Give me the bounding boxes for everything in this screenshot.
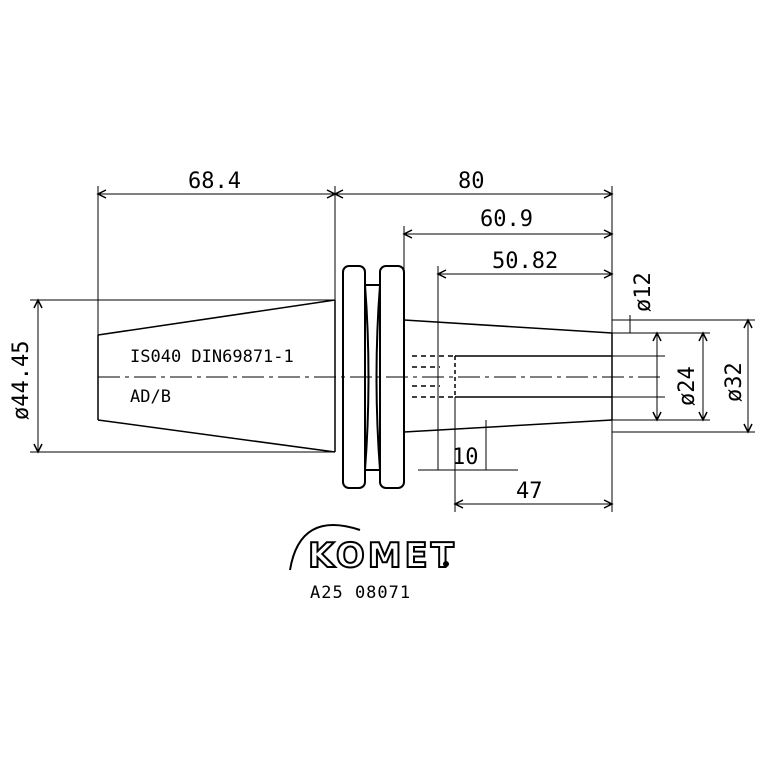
part-code: A25 08071 <box>310 583 411 603</box>
taper-body <box>97 299 336 453</box>
logo-arc <box>289 524 361 571</box>
komet-logo: KOMET <box>308 536 457 576</box>
form-label: AD/B <box>130 387 171 407</box>
dim-taper-diameter: ø44.45 <box>9 341 34 420</box>
standard-label: IS040 DIN69871-1 <box>130 347 294 367</box>
dim-offset-10: 10 <box>452 445 479 470</box>
bore-edges <box>454 355 612 398</box>
dim-shank-diameter: ø32 <box>722 362 747 402</box>
shank <box>403 319 613 433</box>
dim-taper-length: 68.4 <box>188 169 241 194</box>
dimension-arrows <box>33 189 753 509</box>
dim-shank-length: 60.9 <box>480 207 533 232</box>
logo-dot-icon <box>443 561 449 567</box>
dim-bore-length: 50.82 <box>492 249 558 274</box>
dim-inner-diameter: ø24 <box>675 366 700 406</box>
dim-length-47: 47 <box>516 479 543 504</box>
dimension-lines <box>37 193 749 505</box>
extension-lines <box>30 186 755 512</box>
dim-overall-length: 80 <box>458 169 485 194</box>
inner-bore <box>412 355 455 398</box>
dim-bore-diameter: ø12 <box>631 272 656 312</box>
